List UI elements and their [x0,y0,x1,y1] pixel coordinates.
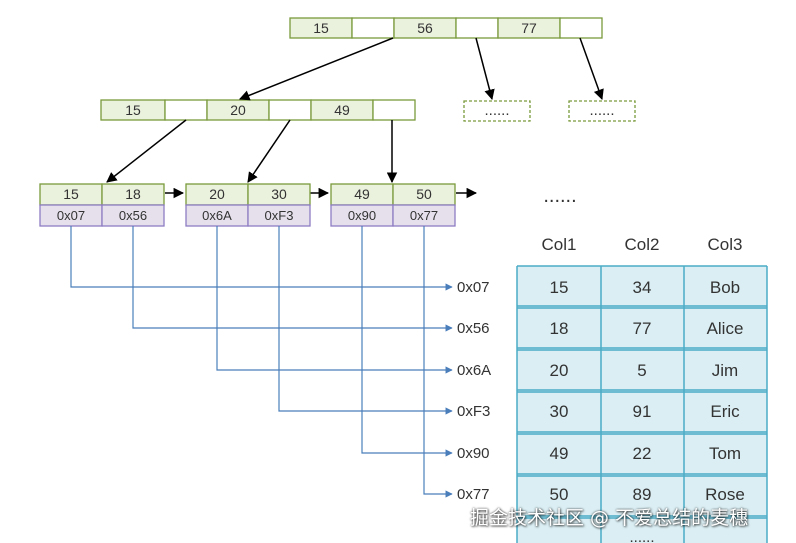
address-label-1: 0x56 [457,320,490,337]
internal-ptr-cell-0 [164,99,208,121]
table-header-col3: Col3 [708,235,743,254]
data-table: Col1 Col2 Col3 15 34 Bob [516,235,768,543]
arrow-root-to-placeholder-1 [579,37,604,100]
leaf-0-key-0: 15 [63,186,79,202]
table-cell: 77 [633,319,652,338]
leaf-node-1: 20 30 0x6A 0xF3 [185,183,311,227]
placeholder-node-1: ...... [568,100,636,122]
connector-0x77 [423,226,453,498]
leaf-continuation-ellipsis: ...... [543,185,576,207]
table-cell: 50 [550,485,569,504]
table-cell: Bob [710,278,740,297]
leaf-node-0: 15 18 0x07 0x56 [39,183,165,227]
internal-node: 15 20 49 [100,99,416,121]
table-cell: 30 [550,402,569,421]
table-background [517,266,767,543]
internal-key-2: 49 [334,102,350,118]
table-cell: Jim [712,361,738,380]
placeholder-text-0: ...... [484,102,509,119]
address-label-4: 0x90 [457,445,490,462]
address-label-3: 0xF3 [457,403,490,420]
root-ptr-cell-2 [559,17,603,39]
table-cell: 89 [633,485,652,504]
internal-ptr-cell-2 [372,99,416,121]
table-row: 49 22 Tom [550,444,742,463]
arrow-root-to-placeholder-0 [475,37,495,101]
table-more-ellipsis: ...... [629,529,654,543]
address-label-5: 0x77 [457,486,490,503]
table-row: 18 77 Alice [550,319,744,338]
table-cell: 34 [633,278,652,297]
table-cell: Rose [705,485,745,504]
leaf-2-pointer-1: 0x77 [410,208,438,223]
table-cell: Eric [710,402,740,421]
table-cell: Alice [707,319,744,338]
leaf-2-pointer-0: 0x90 [348,208,376,223]
table-cell: 22 [633,444,652,463]
table-row: 30 91 Eric [550,402,741,421]
internal-key-1: 20 [230,102,246,118]
internal-ptr-cell-1 [268,99,312,121]
connector-0x90 [361,226,453,457]
placeholder-text-1: ...... [589,102,614,119]
root-ptr-cell-1 [455,17,499,39]
root-key-0: 15 [313,20,329,36]
connector-0x07 [70,226,453,291]
address-label-2: 0x6A [457,362,491,379]
root-node: 15 56 77 [289,17,603,39]
table-row: 50 89 Rose [550,485,745,504]
root-key-2: 77 [521,20,537,36]
arrow-root-to-internal [239,37,394,101]
placeholder-node-0: ...... [463,100,531,122]
table-cell: 18 [550,319,569,338]
table-header-col2: Col2 [625,235,660,254]
table-row: 20 5 Jim [550,361,739,380]
arrow-internal-to-leaf-1 [247,119,291,183]
leaf-1-key-0: 20 [209,186,225,202]
internal-key-0: 15 [125,102,141,118]
connector-0xF3 [278,226,453,415]
table-row: 15 34 Bob [550,278,741,297]
table-cell: 91 [633,402,652,421]
table-cell: 15 [550,278,569,297]
leaf-1-pointer-0: 0x6A [202,208,232,223]
table-grid [516,265,768,543]
leaf-0-pointer-1: 0x56 [119,208,147,223]
address-label-0: 0x07 [457,279,490,296]
leaf-2-key-1: 50 [416,186,432,202]
leaf-0-pointer-0: 0x07 [57,208,85,223]
leaf-1-pointer-1: 0xF3 [265,208,294,223]
table-cell: Tom [709,444,741,463]
leaf-2-key-0: 49 [354,186,370,202]
root-key-1: 56 [417,20,433,36]
root-ptr-cell-0 [351,17,395,39]
address-labels: 0x07 0x56 0x6A 0xF3 0x90 0x77 [457,279,491,503]
leaf-node-2: 49 50 0x90 0x77 [330,183,456,227]
connector-0x56 [132,226,453,332]
connector-0x6A [216,226,453,374]
tree-arrows [106,37,604,199]
watermark: 掘金技术社区 @ 不爱总结的麦穗 [470,507,749,529]
arrow-internal-to-leaf-0 [106,119,187,183]
table-header-col1: Col1 [542,235,577,254]
table-cell: 49 [550,444,569,463]
table-cell: 5 [637,361,646,380]
leaf-0-key-1: 18 [125,186,141,202]
table-cell: 20 [550,361,569,380]
pointer-connectors [70,226,453,498]
leaf-1-key-1: 30 [271,186,287,202]
